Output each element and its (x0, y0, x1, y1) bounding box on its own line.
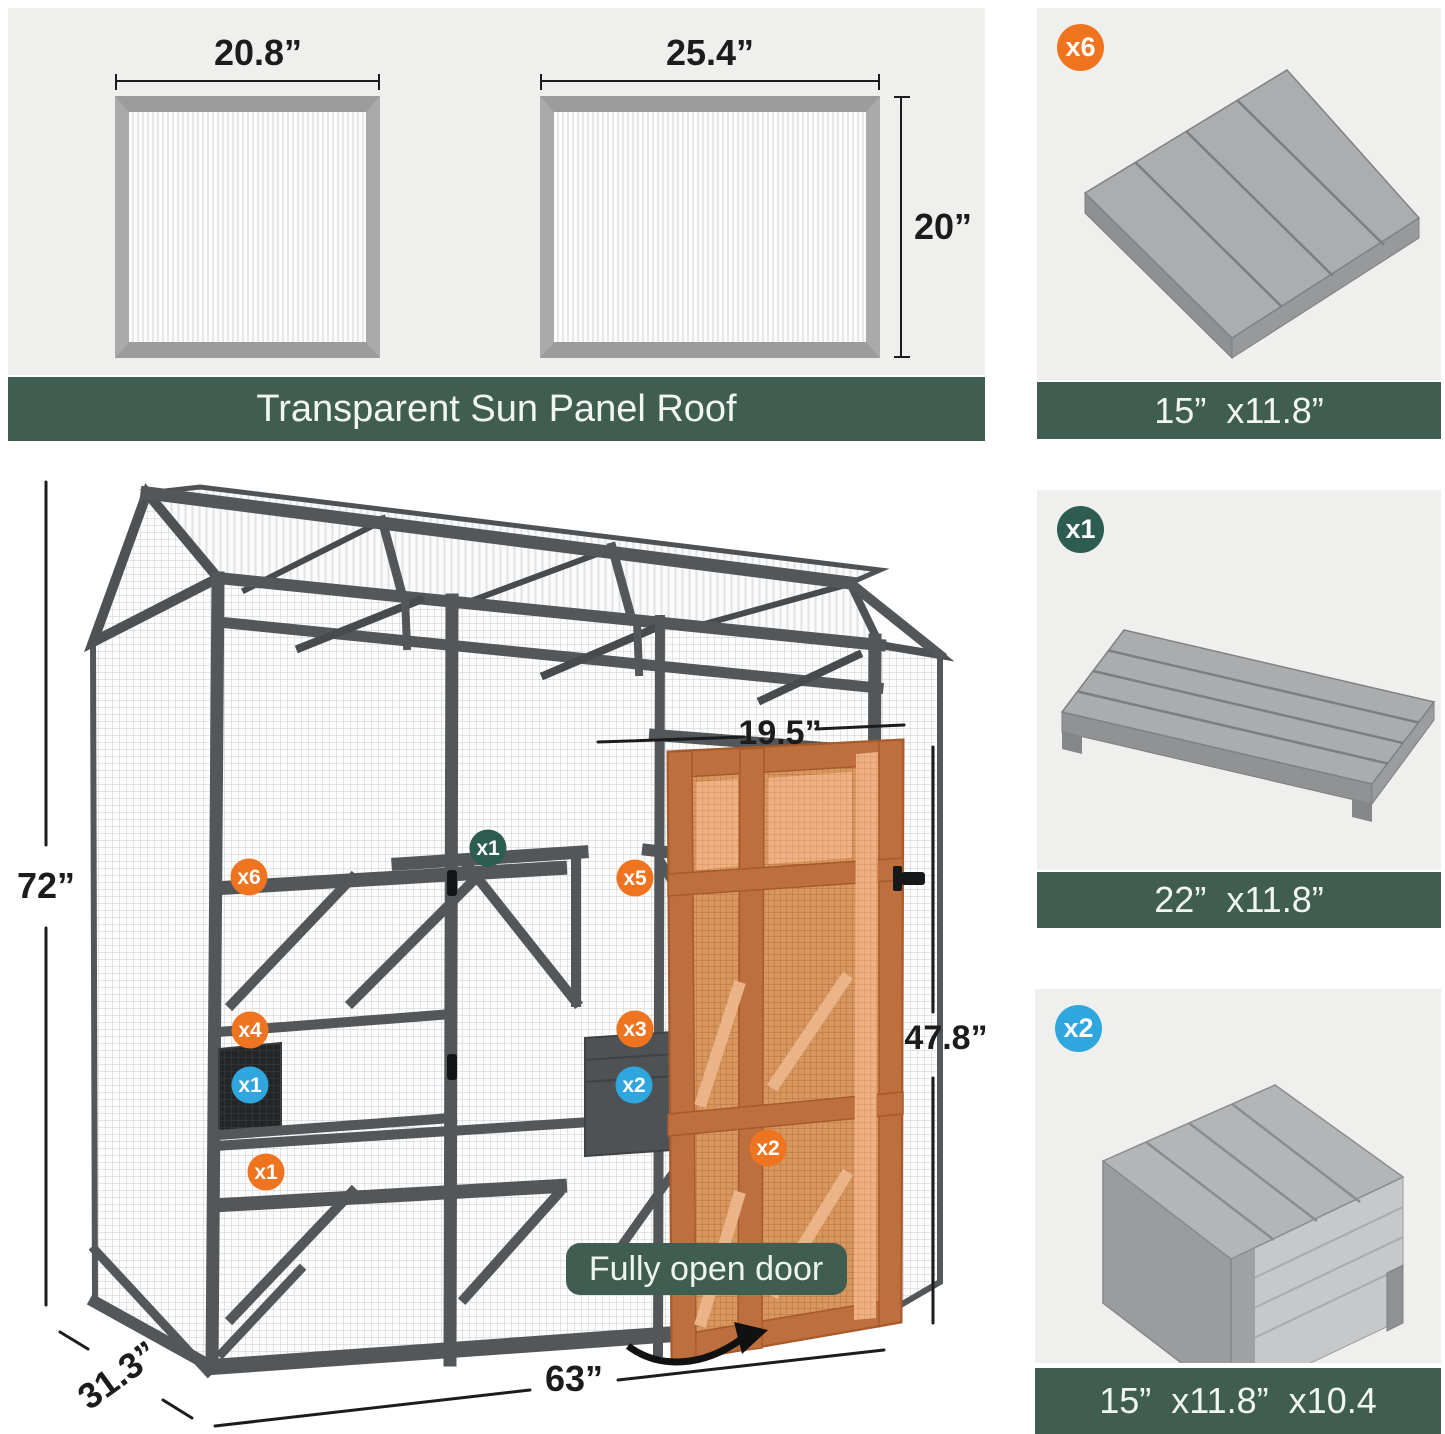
part-card-house: x2 (1035, 989, 1441, 1363)
part-size-shelf-label: 15” x11.8” (1154, 389, 1324, 431)
dim-line-large-width (540, 74, 880, 90)
part-card-shelf: x6 (1037, 8, 1441, 380)
svg-text:x1: x1 (476, 837, 500, 860)
dim-label-panel-height: 20” (914, 206, 973, 247)
swing-arrow-head-icon (734, 1322, 768, 1354)
part-size-banner-platform: 22” x11.8” (1037, 872, 1441, 928)
svg-text:x2: x2 (756, 1137, 779, 1160)
open-door (666, 738, 925, 1364)
badge-platform-x1: x1 (469, 829, 507, 867)
part-size-house-label: 15” x11.8” x10.4 (1099, 1380, 1377, 1421)
dim-line-panel-height (894, 96, 910, 358)
badge-door-x2: x2 (749, 1129, 787, 1167)
badge-house-x2: x2 (615, 1066, 653, 1104)
door-height-label: 47.8” (904, 1019, 987, 1057)
sun-panel-banner: Transparent Sun Panel Roof (8, 377, 985, 441)
dim-label-small-width: 20.8” (213, 32, 303, 73)
part-size-banner-house: 15” x11.8” x10.4 (1035, 1368, 1441, 1434)
part-card-platform: x1 (1037, 490, 1441, 870)
roof-gable (83, 483, 226, 653)
catio-dimension-diagram: x6 x1 x5 x4 x1 x3 x2 x1 (17, 480, 988, 1428)
width-label: 63” (545, 1358, 603, 1399)
hinge-icon (447, 1054, 457, 1080)
svg-text:x3: x3 (623, 1018, 646, 1041)
dim-line-small-width (115, 74, 380, 90)
svg-text:x4: x4 (238, 1019, 262, 1042)
sun-panel-card: 20.8” 25.4” 20” (8, 8, 985, 375)
dim-label-large-width: 25.4” (665, 32, 755, 73)
badge-shelves-x6: x6 (230, 858, 268, 896)
height-label: 72” (17, 865, 75, 906)
door-side-strip (854, 752, 878, 1320)
dimension-annotations: 72” 31.3” 63” 19.5” 47.8” (17, 480, 988, 1428)
door-banner (566, 1243, 847, 1295)
part-size-banner-shelf: 15” x11.8” (1037, 382, 1441, 439)
badge-x1-low: x1 (247, 1153, 285, 1191)
door-width-label: 19.5” (738, 714, 821, 752)
hinge-icon (447, 870, 457, 896)
badge-x5: x5 (616, 859, 654, 897)
sun-panel-large (540, 96, 880, 358)
badge-x3: x3 (616, 1010, 654, 1048)
shelf-illustration (1083, 69, 1421, 360)
qty-badge-shelf-label: x6 (1065, 32, 1096, 62)
door-callout: Fully open door (566, 1243, 847, 1366)
house-illustration (1101, 1084, 1405, 1363)
qty-badge-house-label: x2 (1063, 1013, 1094, 1043)
part-size-platform-label: 22” x11.8” (1154, 879, 1324, 920)
svg-text:x2: x2 (622, 1074, 645, 1097)
badge-box-x1: x1 (231, 1066, 269, 1104)
left-wall (89, 573, 222, 1373)
door-banner-label: Fully open door (589, 1250, 823, 1288)
sun-panel-banner-label: Transparent Sun Panel Roof (256, 387, 737, 430)
svg-text:x5: x5 (623, 867, 647, 890)
swing-arrow-icon (625, 1337, 743, 1366)
shelf-upper-left (214, 860, 568, 896)
qty-badge-platform-label: x1 (1065, 514, 1096, 544)
badge-x4: x4 (231, 1011, 269, 1049)
platform-illustration (1060, 629, 1436, 822)
door-handle-icon (901, 872, 925, 885)
qty-badge-shelf: x6 (1057, 24, 1104, 71)
qty-badge-platform: x1 (1057, 506, 1104, 553)
quantity-badges: x6 x1 x5 x4 x1 x3 x2 x1 (230, 829, 787, 1191)
svg-text:x1: x1 (254, 1161, 278, 1184)
sun-panel-small (115, 96, 380, 358)
svg-text:x1: x1 (238, 1074, 262, 1097)
qty-badge-house: x2 (1055, 1005, 1102, 1052)
svg-text:x6: x6 (237, 866, 260, 889)
shelf-lower-left (214, 1178, 568, 1213)
